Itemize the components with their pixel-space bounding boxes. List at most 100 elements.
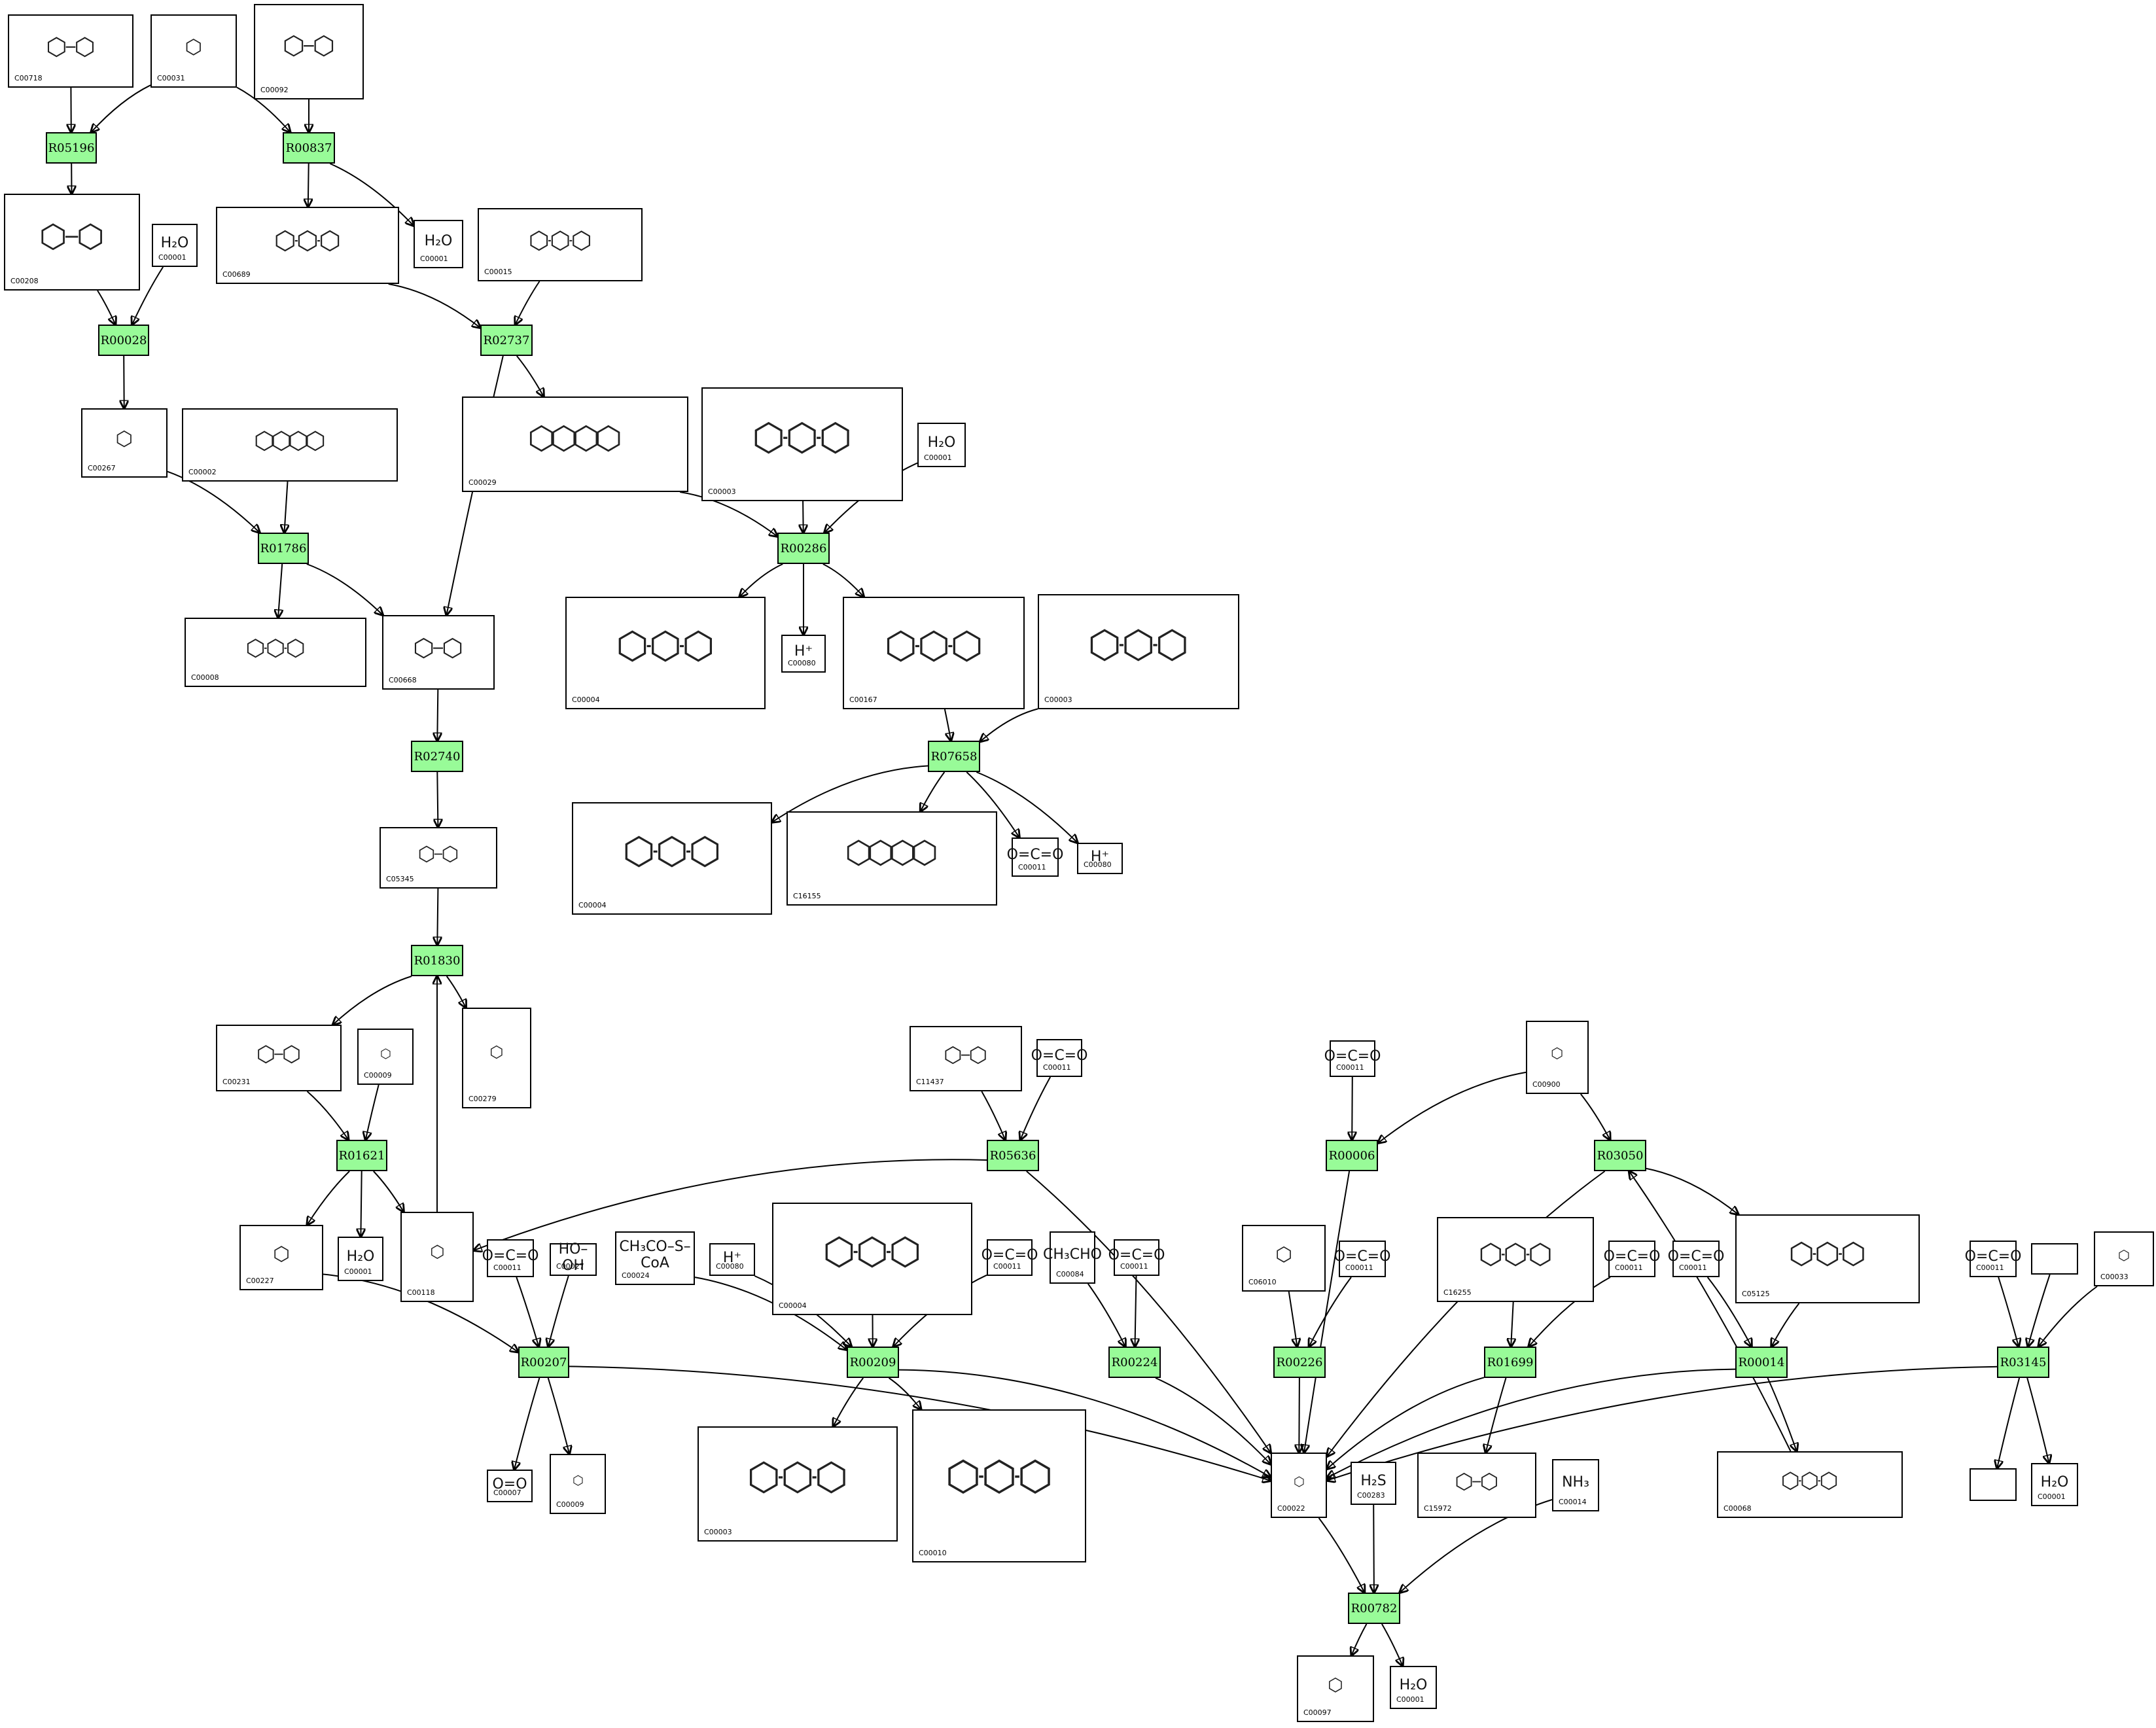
reaction-node-R01621[interactable]: R01621 [336,1140,387,1171]
ring-shape [1506,1244,1525,1265]
compound-node[interactable]: C00118 [400,1212,474,1302]
reaction-node-R03145[interactable]: R03145 [1997,1347,2049,1378]
compound-node[interactable]: C05125 [1735,1214,1920,1303]
edge-arrow [517,356,544,397]
reaction-node-R00286[interactable]: R00286 [777,533,830,564]
compound-node[interactable]: C00002 [182,408,398,482]
reaction-node-R07658[interactable]: R07658 [928,741,980,772]
compound-node[interactable]: C11437 [910,1026,1022,1091]
ring-shape [80,224,101,249]
reaction-node-R02737[interactable]: R02737 [480,325,533,356]
compound-node[interactable]: C00009 [357,1029,414,1085]
compound-node[interactable]: C00003 [698,1426,898,1542]
compound-node[interactable]: C00004 [565,597,766,709]
compound-node[interactable]: C15972 [1417,1453,1536,1518]
reaction-node-R00028[interactable]: R00028 [98,325,149,356]
compound-node[interactable]: C00010 [912,1409,1086,1562]
compound-node[interactable]: C00689 [216,207,399,284]
reaction-node-R02740[interactable]: R02740 [411,741,463,772]
reaction-node-R03050[interactable]: R03050 [1594,1140,1646,1171]
reaction-node-R00782[interactable]: R00782 [1348,1593,1400,1624]
reaction-node-R01786[interactable]: R01786 [258,533,309,564]
compound-node[interactable]: H⁺C00080 [781,635,826,673]
structure-sketch [2100,1237,2148,1275]
reaction-node-R00837[interactable]: R00837 [283,132,335,164]
compound-node[interactable]: C00097 [1297,1655,1374,1722]
compound-node[interactable]: C00167 [843,597,1025,709]
compound-node[interactable]: C00668 [382,615,495,690]
compound-node[interactable]: C00003 [701,387,903,501]
compound-id: C00003 [704,1528,732,1536]
compound-node[interactable]: C16155 [786,811,997,906]
compound-node[interactable]: C00003 [1038,594,1239,709]
compound-node[interactable]: C00208 [4,194,140,291]
reaction-node-R05196[interactable]: R05196 [46,132,97,164]
compound-node[interactable]: C00004 [572,802,772,915]
reaction-node-R01699[interactable]: R01699 [1484,1347,1536,1378]
reaction-node-R00014[interactable]: R00014 [1735,1347,1788,1378]
compound-node[interactable]: C00029 [462,397,688,492]
compound-node[interactable]: C00015 [478,208,643,281]
compound-node[interactable]: C00279 [462,1008,531,1108]
reaction-node-R01830[interactable]: R01830 [411,945,463,976]
compound-formula: CH₃CHO [1051,1238,1094,1272]
compound-node[interactable]: C00900 [1526,1021,1589,1094]
reaction-node-R00224[interactable]: R00224 [1108,1347,1161,1378]
compound-node[interactable]: C16255 [1437,1217,1594,1302]
compound-node[interactable]: C00231 [216,1025,342,1091]
compound-node[interactable]: C00267 [81,408,168,478]
compound-node[interactable]: C00008 [185,618,366,687]
compound-node[interactable]: C06010 [1242,1225,1326,1292]
compound-node[interactable]: C00718 [8,14,133,88]
reaction-node-R05636[interactable]: R05636 [987,1140,1039,1171]
compound-id: C00031 [157,74,185,82]
compound-node[interactable]: C00022 [1271,1453,1327,1518]
compound-node[interactable]: C00033 [2094,1231,2154,1286]
ring-shape [48,37,65,56]
compound-node[interactable] [1970,1468,2017,1501]
compound-formula [2032,1247,2077,1267]
compound-node[interactable]: C00092 [254,4,364,99]
edge-arrow [1373,1505,1374,1593]
compound-id: C00097 [1303,1708,1332,1717]
compound-node[interactable]: C00004 [772,1203,972,1315]
compound-node[interactable]: C00009 [550,1454,606,1514]
compound-node[interactable] [2031,1243,2078,1275]
edge-arrow [1998,1277,2019,1347]
compound-node[interactable]: C00031 [150,14,237,88]
compound-node[interactable]: H⁺C00080 [709,1243,755,1276]
compound-node[interactable]: C00068 [1717,1451,1903,1518]
reaction-node-R00226[interactable]: R00226 [1273,1347,1326,1378]
compound-node[interactable]: H⁺C00080 [1077,843,1123,874]
compound-formula [1971,1473,2015,1493]
reaction-node-R00207[interactable]: R00207 [518,1347,569,1378]
structure-sketch [89,415,160,463]
compound-node[interactable]: C05345 [380,827,497,889]
reaction-node-R00006[interactable]: R00006 [1326,1140,1378,1171]
structure-sketch [1451,1225,1580,1284]
reaction-node-R00209[interactable]: R00209 [847,1347,899,1378]
compound-node[interactable]: C00227 [239,1225,323,1290]
